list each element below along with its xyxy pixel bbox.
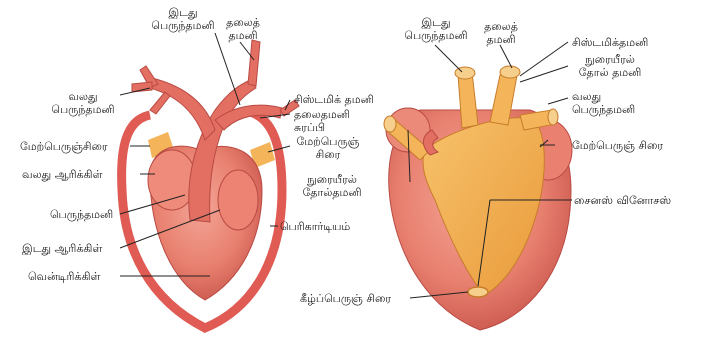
left-branch-c bbox=[150, 92, 170, 114]
label-line: பெருந்தமனி bbox=[48, 103, 118, 116]
label-line: பெருந்தமனி bbox=[572, 103, 635, 116]
label-precaval-r: மேற்பெருஞ் சிரை bbox=[572, 139, 663, 152]
label-left-aorta-l: இடதுபெருந்தமனி bbox=[143, 6, 223, 32]
label-right-aorta-l: வலதுபெருந்தமனி bbox=[48, 90, 118, 116]
label-pericardium: பெரிகார்டியம் bbox=[280, 220, 350, 233]
label-ventricle-l: வென்டிரிக்கிள் bbox=[28, 270, 100, 283]
label-line: தலைத் bbox=[218, 16, 268, 29]
label-line: மேற்பெருஞ் bbox=[290, 135, 366, 148]
label-line: சிஸ்டமிக் தமனி bbox=[294, 93, 374, 106]
label-line: நுரையீரல் bbox=[570, 53, 650, 66]
label-line: இடது bbox=[143, 6, 223, 19]
label-line: மேற்பெருஞ் சிரை bbox=[572, 139, 663, 152]
label-carotid-r: தலைத்தமனி bbox=[478, 20, 524, 46]
label-line: கீழ்ப்பெருஞ் சிரை bbox=[300, 292, 391, 305]
label-line: தலைதமனி bbox=[294, 108, 350, 121]
label-line: நுரையீரல் bbox=[298, 173, 366, 186]
label-line: பெருந்தமனி bbox=[400, 29, 472, 42]
label-line: சிஸ்டமிக்தமனி bbox=[572, 36, 648, 49]
label-sinus-venosus: சைனஸ் வினோசஸ் bbox=[574, 194, 671, 207]
label-left-auricle-l: இடது ஆரிக்கிள் bbox=[22, 242, 102, 255]
label-aorta-l: பெருந்தமனி bbox=[50, 208, 113, 221]
label-line: வென்டிரிக்கிள் bbox=[28, 270, 100, 283]
label-right-auricle-l: வலது ஆரிக்கிள் bbox=[22, 168, 103, 181]
right-vessel-right-opening bbox=[500, 66, 520, 78]
right-vessel-left-opening bbox=[455, 67, 475, 79]
label-pulmonary-r: நுரையீரல்தோல் தமனி bbox=[570, 53, 650, 79]
label-line: இடது ஆரிக்கிள் bbox=[22, 242, 102, 255]
label-systemic-artery-r: சிஸ்டமிக்தமனி bbox=[572, 36, 648, 49]
label-line: சிரை bbox=[290, 148, 366, 161]
right-precaval-right-opening bbox=[548, 109, 558, 125]
right-heart bbox=[384, 42, 572, 330]
label-line: பெரிகார்டியம் bbox=[280, 220, 350, 233]
left-branch-b bbox=[132, 82, 152, 92]
label-line: வலது bbox=[48, 90, 118, 103]
label-line: தோல்தமனி bbox=[298, 186, 366, 199]
label-systemic-artery-l: சிஸ்டமிக் தமனி bbox=[294, 93, 374, 106]
label-line: மேற்பெருஞ்சிரை bbox=[20, 140, 108, 153]
label-postcaval-r: கீழ்ப்பெருஞ் சிரை bbox=[300, 292, 391, 305]
label-line: சைனஸ் வினோசஸ் bbox=[574, 194, 671, 207]
right-vessel-left bbox=[458, 72, 478, 128]
label-pulmonary-l: நுரையீரல்தோல்தமனி bbox=[298, 173, 366, 199]
label-line: தோல் தமனி bbox=[570, 66, 650, 79]
label-line: சுரப்பி bbox=[294, 121, 325, 134]
label-line: பெருந்தமனி bbox=[50, 208, 113, 221]
label-line: வலது bbox=[572, 90, 635, 103]
label-precaval-l2: மேற்பெருஞ்சிரை bbox=[290, 135, 366, 161]
left-left-auricle bbox=[218, 170, 258, 230]
label-head-artery-l: தலைதமனி bbox=[294, 108, 350, 121]
label-line: தமனி bbox=[478, 33, 524, 46]
label-gland-l: சுரப்பி bbox=[294, 121, 325, 134]
label-line: வலது ஆரிக்கிள் bbox=[22, 168, 103, 181]
label-carotid-l: தலைத்தமனி bbox=[218, 16, 268, 42]
label-line: தலைத் bbox=[478, 20, 524, 33]
right-precaval-left-opening bbox=[384, 116, 396, 132]
inferior-vena-cava-opening bbox=[468, 287, 488, 297]
label-precaval-l: மேற்பெருஞ்சிரை bbox=[20, 140, 108, 153]
left-heart bbox=[120, 33, 299, 328]
label-right-aorta-r: வலதுபெருந்தமனி bbox=[572, 90, 635, 116]
label-line: பெருந்தமனி bbox=[143, 19, 223, 32]
label-line: தமனி bbox=[218, 29, 268, 42]
label-left-aorta-r: இடதுபெருந்தமனி bbox=[400, 16, 472, 42]
left-carotid-top bbox=[248, 40, 260, 86]
label-line: இடது bbox=[400, 16, 472, 29]
